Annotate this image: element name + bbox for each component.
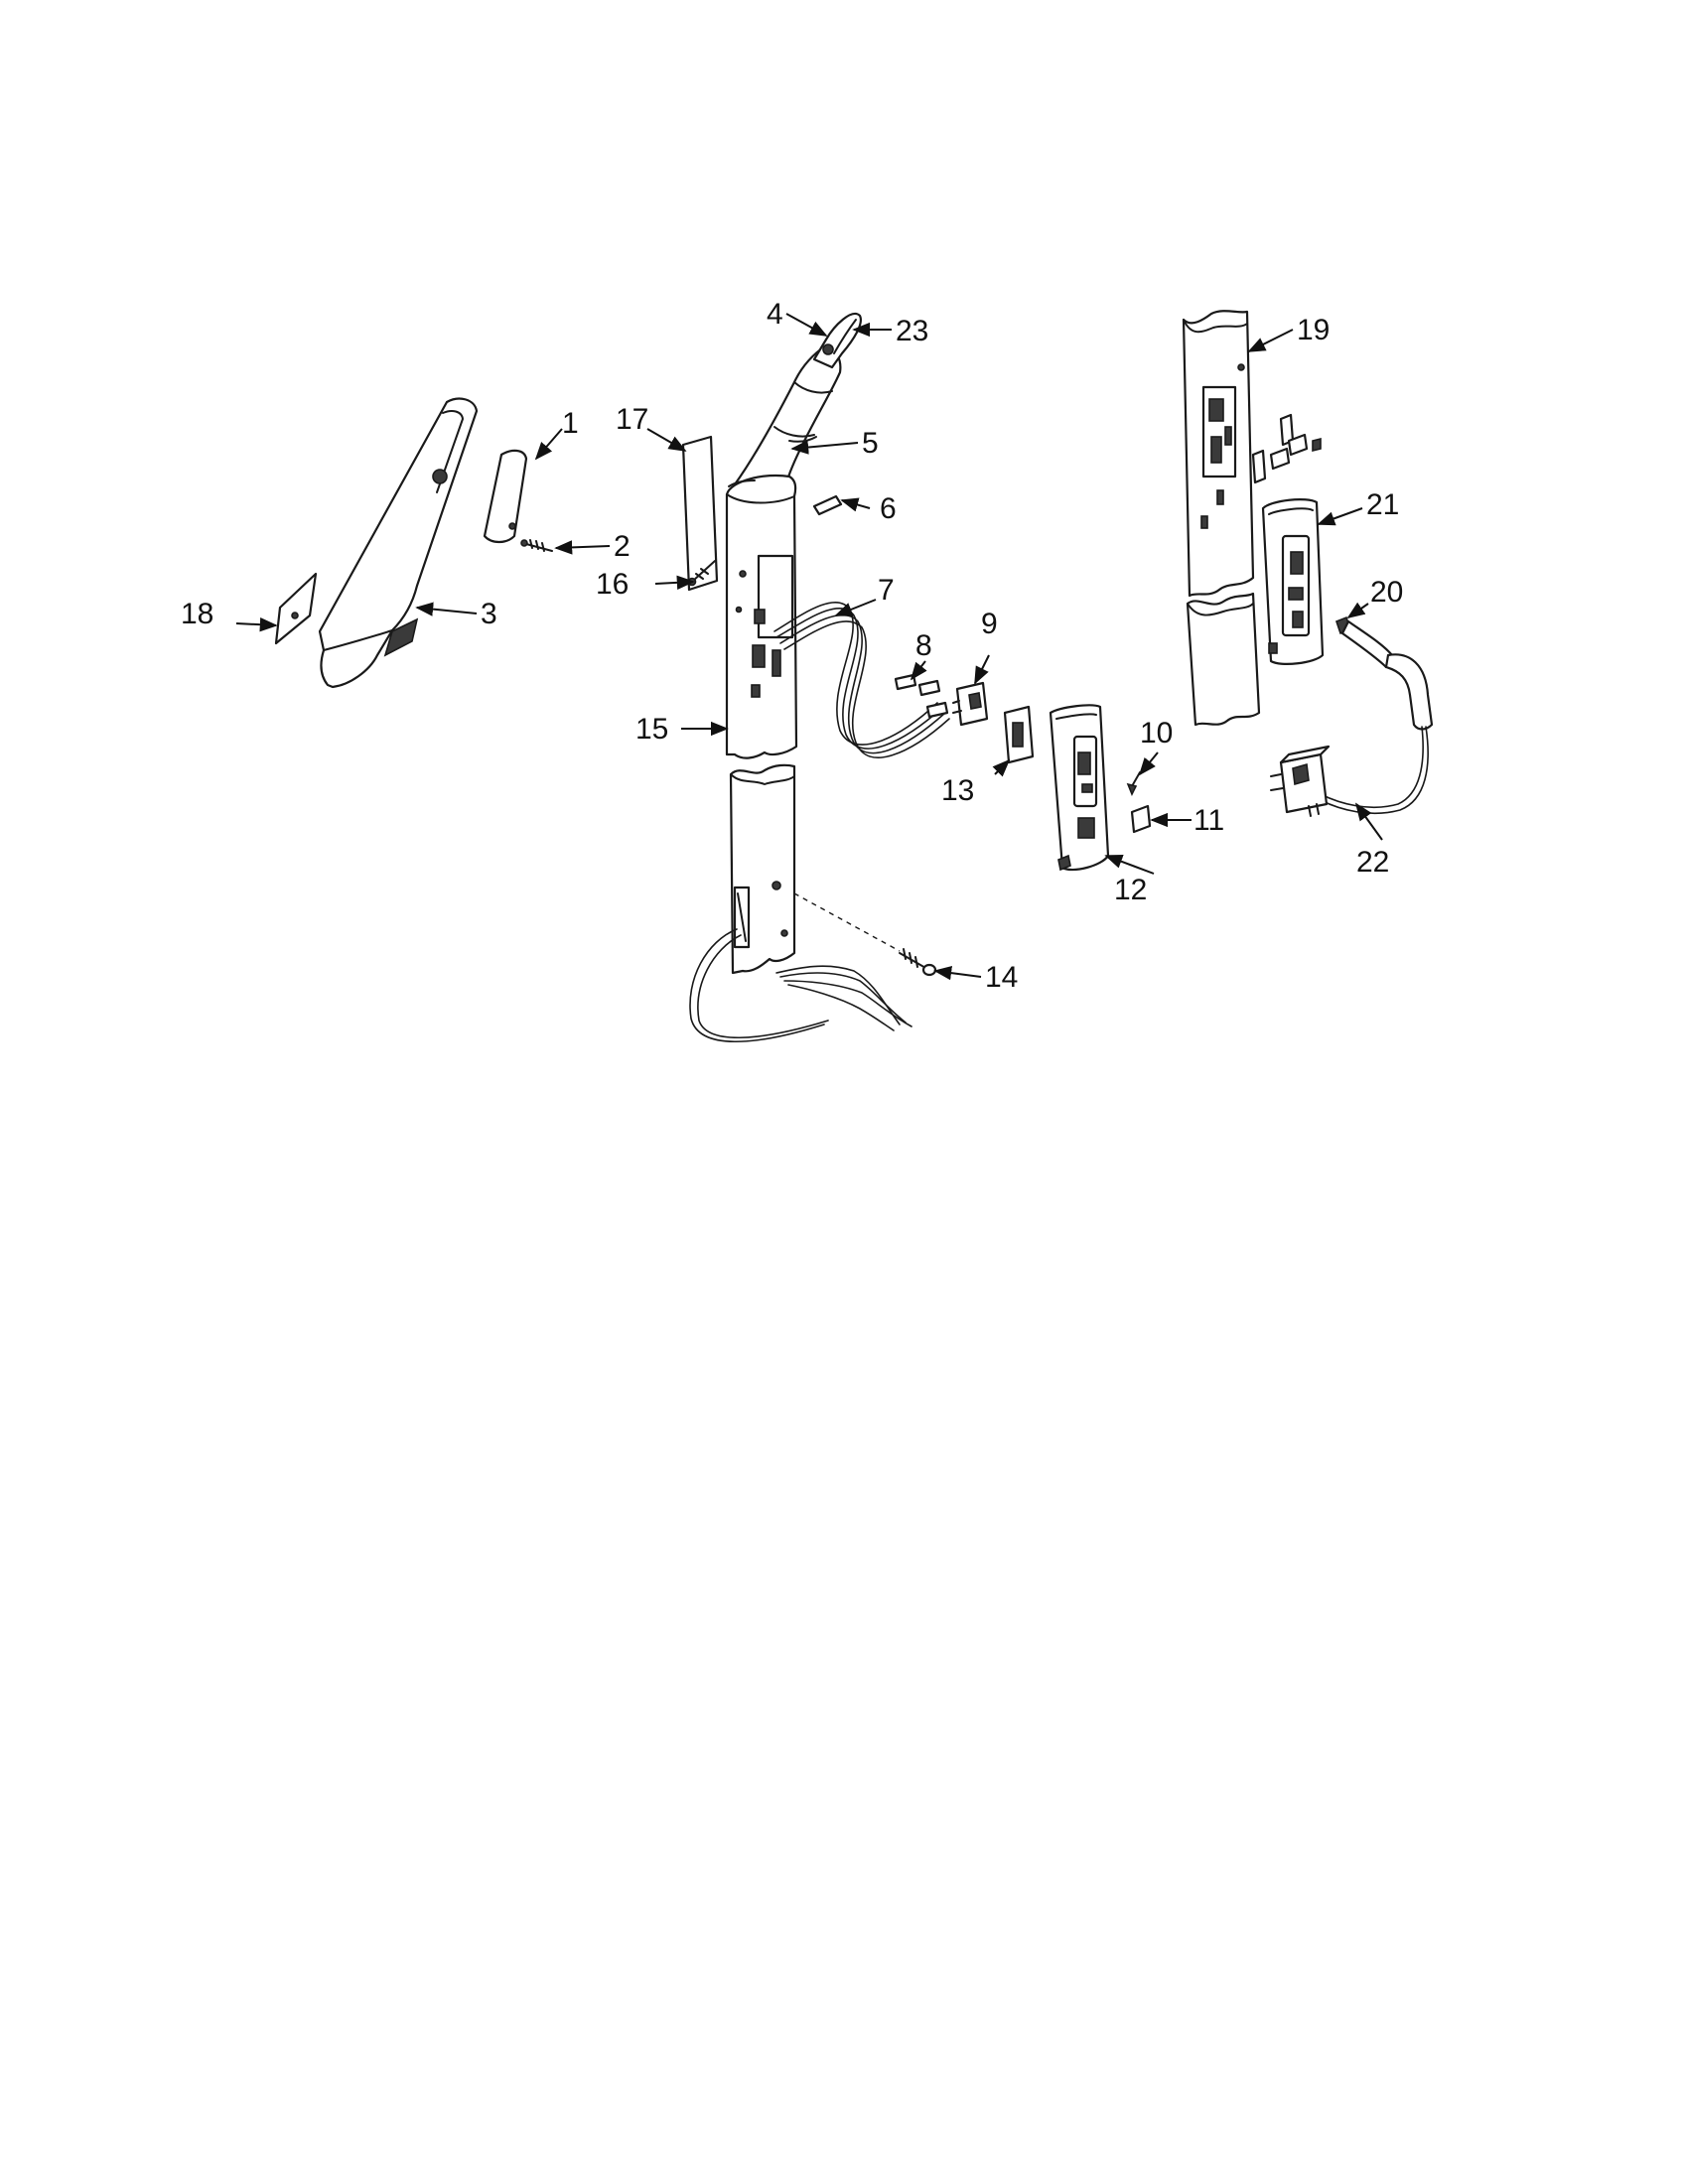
callout-2: 2 — [614, 530, 631, 563]
callout-1: 1 — [562, 407, 579, 440]
part-15-main-tube — [725, 474, 798, 975]
part-19-rear-tube — [1182, 310, 1261, 727]
small-hardware — [1251, 413, 1322, 484]
callout-13: 13 — [941, 774, 974, 807]
part-4-23-hook — [812, 313, 862, 369]
part-14-screw — [793, 892, 937, 977]
bottom-wires — [689, 928, 912, 1042]
callout-4: 4 — [767, 298, 783, 331]
part-9-switch — [952, 681, 989, 727]
callout-3: 3 — [481, 598, 497, 630]
callout-20: 20 — [1370, 576, 1403, 609]
part-18-plate — [274, 572, 318, 645]
callout-11: 11 — [1193, 804, 1224, 837]
callout-18: 18 — [181, 598, 213, 630]
callout-6: 6 — [880, 492, 897, 525]
callout-22: 22 — [1356, 846, 1389, 879]
callout-21: 21 — [1366, 488, 1399, 521]
callout-labels: 4 23 1 2 17 5 6 16 3 18 7 8 9 15 13 10 1… — [181, 298, 1403, 994]
callout-23: 23 — [896, 315, 928, 347]
part-8-connectors — [894, 673, 949, 719]
part-12-switch-housing — [1049, 704, 1110, 872]
part-11-button — [1130, 804, 1152, 834]
leader-lines — [235, 313, 1383, 981]
part-2-screw — [520, 539, 553, 552]
callout-9: 9 — [981, 608, 998, 640]
part-1-cover — [483, 449, 528, 544]
part-10-screw — [1126, 771, 1141, 796]
callout-14: 14 — [985, 961, 1018, 994]
part-20-22-power-cord — [1270, 615, 1434, 817]
part-21-cord-housing — [1261, 498, 1325, 665]
part-7-wire-harness — [773, 602, 950, 758]
callout-15: 15 — [635, 713, 668, 746]
callout-5: 5 — [862, 427, 879, 460]
callout-19: 19 — [1297, 314, 1330, 346]
part-3-handle-grip — [318, 397, 479, 689]
callout-16: 16 — [596, 568, 629, 601]
part-17-label — [681, 435, 719, 592]
callout-12: 12 — [1114, 874, 1147, 906]
callout-10: 10 — [1140, 717, 1173, 750]
part-6-pin — [812, 494, 843, 516]
callout-17: 17 — [616, 403, 648, 436]
callout-8: 8 — [915, 629, 932, 662]
part-13-switch-plate — [1003, 705, 1035, 764]
callout-7: 7 — [878, 574, 895, 607]
